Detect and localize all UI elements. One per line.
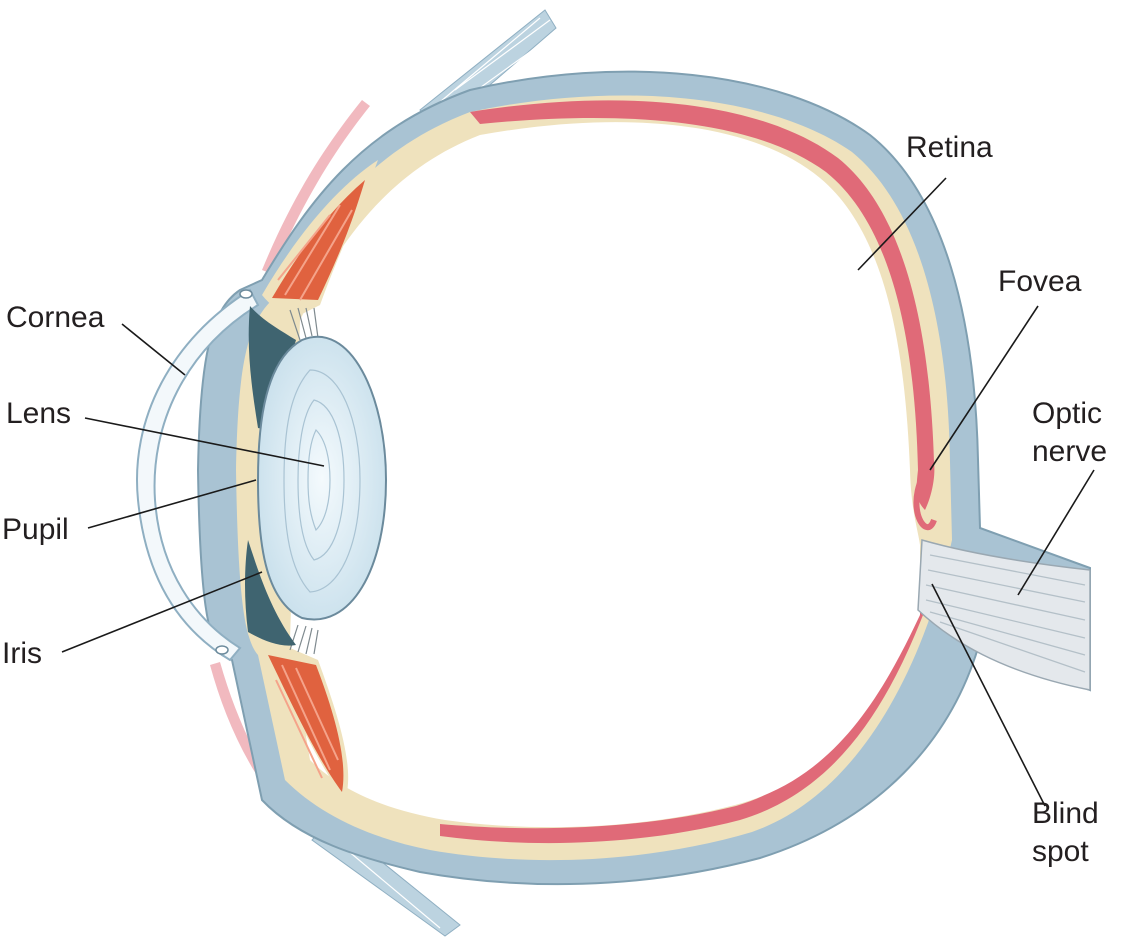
iris-leader [61, 571, 263, 653]
vitreous-chamber [290, 122, 920, 828]
label-iris: Iris [2, 637, 42, 670]
limbus-dot-upper [239, 289, 253, 299]
label-fovea: Fovea [998, 265, 1082, 298]
label-optic-nerve-line1: Optic [1032, 397, 1103, 430]
iris-upper [248, 306, 296, 430]
limbus-dot-lower [215, 645, 229, 655]
label-lens: Lens [6, 397, 72, 430]
lens-leader [84, 417, 325, 467]
label-pupil: Pupil [2, 513, 69, 546]
blind-spot-leader [931, 583, 1046, 807]
conjunctiva-lower [210, 662, 298, 820]
label-blind-spot-line2: spot [1032, 835, 1089, 868]
fovea-pit [913, 467, 937, 531]
cornea-leader [121, 323, 186, 376]
leader-lines [61, 177, 1095, 807]
fovea-leader [929, 305, 1039, 471]
ciliary-body-lower [262, 648, 349, 800]
cornea-shape [136, 288, 260, 662]
pupil-leader [87, 479, 257, 529]
lens-shape [256, 335, 388, 621]
optic-nerve-leader [1017, 469, 1095, 596]
retina-lower [440, 606, 925, 844]
conjunctiva-upper [262, 100, 370, 274]
optic-nerve-shape [917, 539, 1091, 691]
iris-lower [245, 540, 296, 646]
zonule-fibers [289, 307, 319, 655]
label-blind-spot-line1: Blind [1032, 797, 1099, 830]
label-cornea: Cornea [6, 301, 105, 334]
label-optic-nerve-line2: nerve [1032, 435, 1108, 468]
ciliary-body-upper [262, 160, 378, 320]
label-retina: Retina [906, 131, 993, 164]
retina-leader [857, 177, 947, 271]
